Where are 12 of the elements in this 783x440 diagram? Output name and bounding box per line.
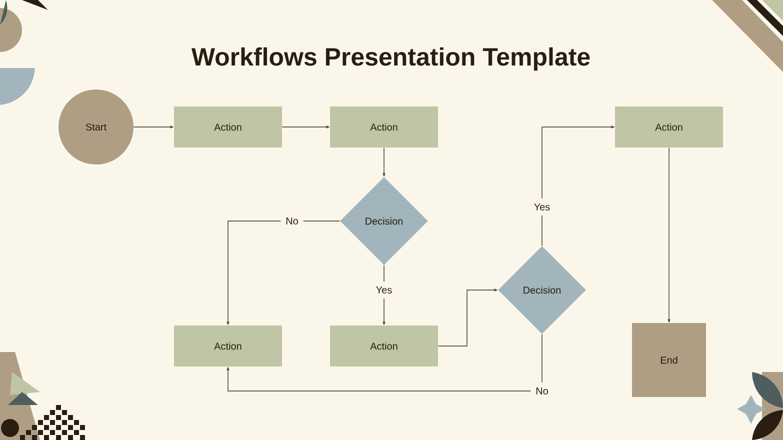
edge-label: Yes [528,198,556,216]
process-box: Action [174,106,282,148]
edge-label: No [530,382,554,400]
edge-label: Yes [370,282,398,298]
edge-label: No [280,212,304,230]
title: Workflows Presentation Template [191,47,590,71]
process-box: Action [174,326,282,366]
arrow [226,334,542,392]
end-box: End [632,323,706,397]
process-box: Action [330,106,438,148]
process-box: Action [615,106,723,148]
process-box: Action [330,326,438,366]
